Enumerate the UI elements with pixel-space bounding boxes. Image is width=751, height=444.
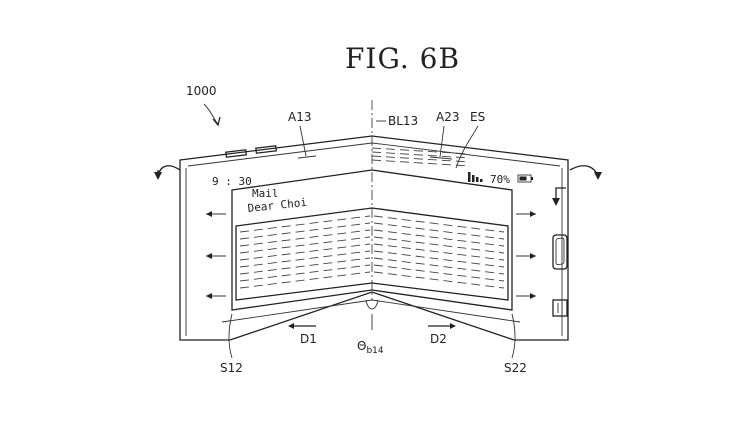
back-arrow-icon <box>552 187 566 206</box>
d2-label: D2 <box>430 332 447 346</box>
es-leader <box>455 125 479 169</box>
theta-label: Θb14 <box>357 339 384 356</box>
a23-label: A23 <box>436 110 459 124</box>
status-battery-text: 70% <box>490 173 510 186</box>
crease-line-2 <box>371 151 471 159</box>
a23-mark <box>429 156 453 160</box>
content-rows-left <box>239 215 371 289</box>
menu-button-icon <box>552 299 568 317</box>
mail-title: Mail <box>252 187 279 200</box>
status-time: 9 : 30 <box>212 175 252 188</box>
crease-line-1 <box>371 147 471 155</box>
s22-leader <box>511 313 516 359</box>
device-bottom-ridge <box>221 299 521 323</box>
s12-label: S12 <box>220 361 243 375</box>
device-body-outline <box>179 135 569 341</box>
volume-button-2 <box>255 145 278 154</box>
bl13-label: BL13 <box>388 114 418 128</box>
content-rows-right <box>373 215 505 289</box>
volume-button-1 <box>225 149 248 158</box>
d1-arrow <box>288 323 316 329</box>
a13-label: A13 <box>288 110 311 124</box>
home-button-icon <box>552 234 568 270</box>
d1-label: D1 <box>300 332 317 346</box>
left-arrows <box>206 211 226 299</box>
display-screen <box>231 169 513 311</box>
mail-greeting: Dear Choi <box>247 196 308 215</box>
s12-leader <box>228 313 233 359</box>
a13-mark <box>297 155 317 159</box>
a23-leader <box>439 125 445 158</box>
battery-icon <box>517 174 533 183</box>
d2-arrow <box>428 323 456 329</box>
signal-bars-icon <box>468 172 483 182</box>
fold-angle-arc <box>365 299 379 310</box>
s22-label: S22 <box>504 361 527 375</box>
crease-line-4 <box>371 159 471 167</box>
device-ref-leader <box>203 103 219 125</box>
figure-title: FIG. 6B <box>345 42 460 75</box>
rotate-right-arrow-icon <box>569 165 602 180</box>
right-arrows <box>516 211 536 299</box>
es-label: ES <box>470 110 485 124</box>
rotate-left-arrow-icon <box>154 165 181 180</box>
mail-content-box <box>235 207 509 301</box>
crease-line-3 <box>371 155 471 163</box>
device-ref-arrowhead <box>212 116 221 127</box>
device-ref-label: 1000 <box>186 84 217 98</box>
a13-leader <box>299 125 307 157</box>
